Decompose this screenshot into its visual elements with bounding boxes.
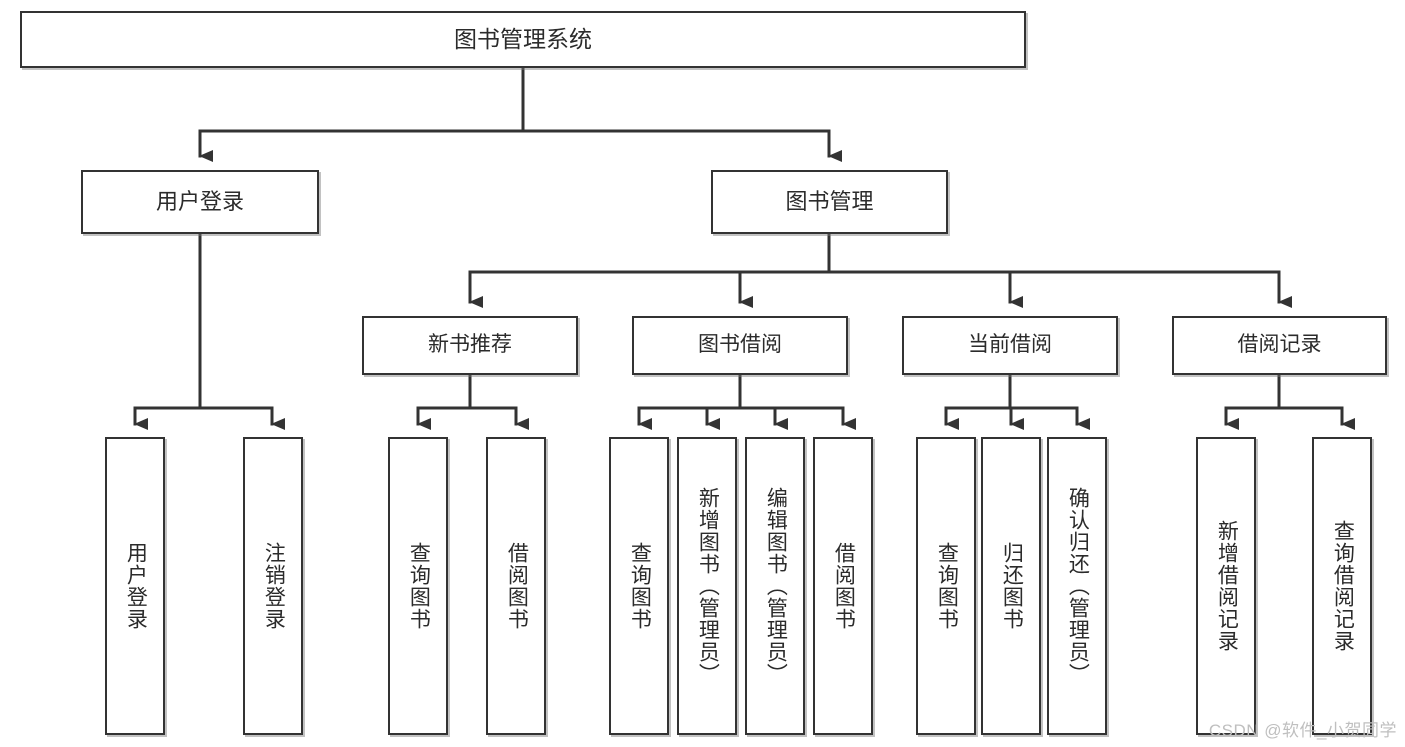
node-leaf-user-login[interactable]: 用户登录 — [105, 437, 165, 735]
node-leaf-borrow-book-1[interactable]: 借阅图书 — [486, 437, 546, 735]
node-leaf-user-logout[interactable]: 注销登录 — [243, 437, 303, 735]
node-leaf-user-logout-label: 注销登录 — [262, 542, 286, 630]
node-new-book-recommend[interactable]: 新书推荐 — [362, 316, 578, 375]
csdn-watermark: CSDN @软件_小贺同学 — [1208, 721, 1397, 740]
node-leaf-query-book-3-label: 查询图书 — [935, 542, 959, 630]
node-leaf-user-login-label: 用户登录 — [124, 542, 148, 630]
node-leaf-add-book-admin-label: 新增图书（管理员） — [696, 487, 720, 685]
node-new-book-recommend-label: 新书推荐 — [428, 333, 512, 357]
node-leaf-edit-book-admin-label: 编辑图书（管理员） — [764, 487, 788, 685]
node-leaf-query-book-3[interactable]: 查询图书 — [916, 437, 976, 735]
node-leaf-query-borrow-record-label: 查询借阅记录 — [1331, 520, 1355, 652]
node-user-login[interactable]: 用户登录 — [81, 170, 319, 234]
node-book-manage[interactable]: 图书管理 — [711, 170, 948, 234]
node-leaf-edit-book-admin[interactable]: 编辑图书（管理员） — [745, 437, 805, 735]
node-root-label: 图书管理系统 — [454, 26, 592, 53]
node-book-manage-label: 图书管理 — [785, 189, 874, 215]
node-leaf-return-book-label: 归还图书 — [1000, 542, 1024, 630]
node-current-borrow-label: 当前借阅 — [968, 333, 1052, 357]
node-borrow-record[interactable]: 借阅记录 — [1172, 316, 1387, 375]
node-leaf-query-book-2-label: 查询图书 — [628, 542, 652, 630]
node-book-borrow-label: 图书借阅 — [698, 333, 782, 357]
node-book-borrow[interactable]: 图书借阅 — [632, 316, 848, 375]
node-current-borrow[interactable]: 当前借阅 — [902, 316, 1118, 375]
node-leaf-add-book-admin[interactable]: 新增图书（管理员） — [677, 437, 737, 735]
node-leaf-borrow-book-2[interactable]: 借阅图书 — [813, 437, 873, 735]
node-leaf-add-borrow-record-label: 新增借阅记录 — [1215, 520, 1239, 652]
node-leaf-borrow-book-2-label: 借阅图书 — [832, 542, 856, 630]
node-leaf-query-book-1[interactable]: 查询图书 — [388, 437, 448, 735]
node-root[interactable]: 图书管理系统 — [20, 11, 1026, 68]
node-leaf-borrow-book-1-label: 借阅图书 — [505, 542, 529, 630]
node-leaf-add-borrow-record[interactable]: 新增借阅记录 — [1196, 437, 1256, 735]
node-leaf-query-book-1-label: 查询图书 — [407, 542, 431, 630]
node-leaf-query-borrow-record[interactable]: 查询借阅记录 — [1312, 437, 1372, 735]
node-user-login-label: 用户登录 — [155, 189, 244, 215]
node-borrow-record-label: 借阅记录 — [1237, 333, 1322, 357]
node-leaf-return-book[interactable]: 归还图书 — [981, 437, 1041, 735]
node-leaf-confirm-return-admin[interactable]: 确认归还（管理员） — [1047, 437, 1107, 735]
node-leaf-confirm-return-admin-label: 确认归还（管理员） — [1066, 487, 1090, 685]
node-leaf-query-book-2[interactable]: 查询图书 — [609, 437, 669, 735]
